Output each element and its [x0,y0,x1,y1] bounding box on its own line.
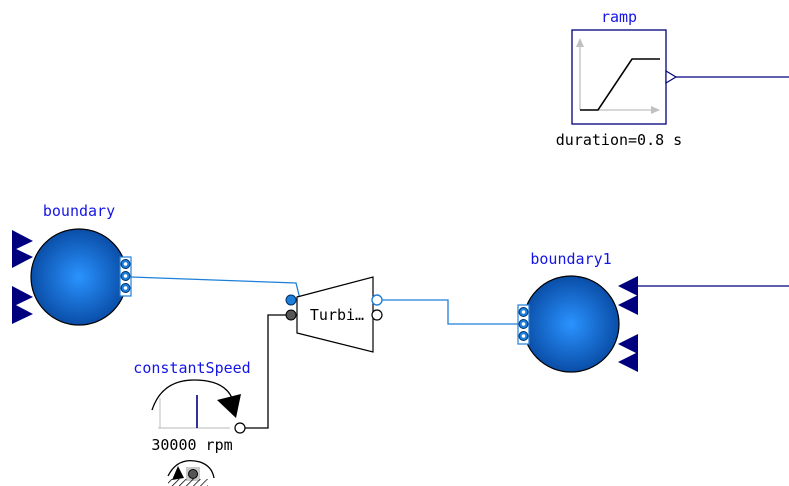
turbine-shaft-port[interactable] [285,309,297,321]
boundary-fluid-ports[interactable] [119,256,132,297]
constant-speed-name: constantSpeed [133,359,250,377]
fixed-ground-icon [167,459,215,486]
ramp-block[interactable]: ramp duration=0.8 s [556,8,682,149]
constant-speed-block[interactable]: constantSpeed 30000 rpm [133,359,251,486]
turbine-icon [296,276,374,353]
boundary-icon [12,228,128,326]
ramp-output-port[interactable] [665,69,678,85]
turbine-outlet-port[interactable] [371,294,383,306]
boundary1-name: boundary1 [530,250,611,268]
ramp-parameter: duration=0.8 s [556,131,682,149]
constant-speed-parameter: 30000 rpm [151,436,232,454]
ramp-name: ramp [601,8,637,26]
boundary1-icon [522,275,638,373]
constant-speed-flange-port[interactable] [234,422,246,434]
constant-speed-icon [151,379,241,429]
boundary-name: boundary [43,202,115,220]
speed-to-turbine-shaft-connection[interactable] [240,314,290,429]
turbine-inlet-port[interactable] [285,294,297,306]
turbine-block[interactable]: Turbi… [285,276,383,353]
boundary1-fluid-ports[interactable] [517,304,530,345]
ramp-icon [571,29,667,125]
turbine-outlet-shaft-port[interactable] [371,309,383,321]
turbine-label: Turbi… [310,306,364,324]
boundary-block[interactable]: boundary [12,202,132,326]
boundary-to-turbine-connection[interactable] [130,276,301,300]
turbine-to-boundary1-connection[interactable] [377,299,518,325]
boundary1-block[interactable]: boundary1 [517,250,638,373]
